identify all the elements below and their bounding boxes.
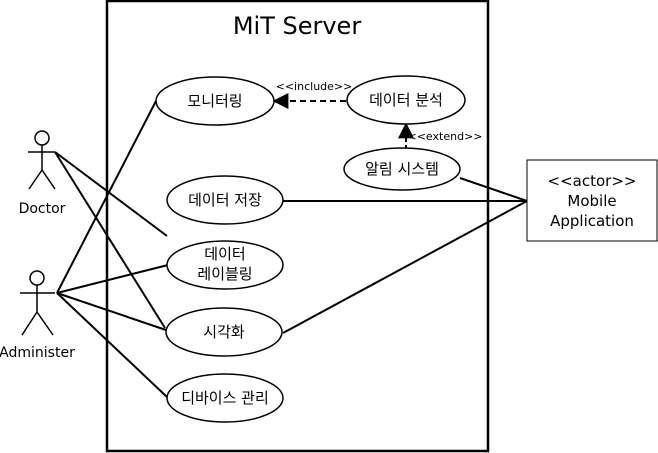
doctor-to-labeling-line	[54, 151, 168, 237]
use-case-data-labeling-label-1: 데이터	[204, 245, 245, 263]
use-case-visualization-label: 시각화	[203, 323, 245, 341]
use-case-data-labeling-label-2: 레이블링	[197, 265, 252, 283]
use-case-device-management-label: 디바이스 관리	[181, 389, 269, 407]
association-lines	[54, 100, 528, 398]
administer-label: Administer	[0, 345, 75, 361]
use-case-data-analysis-label: 데이터 분석	[369, 91, 443, 109]
visualization-to-mobile-line	[282, 200, 528, 334]
alarm-to-mobile-line	[459, 177, 528, 202]
include-label: <<include>>	[276, 80, 353, 93]
use-case-alarm-system: 알림 시스템	[343, 147, 461, 191]
extend-label: <<extend>>	[408, 130, 483, 143]
doctor-actor-icon	[28, 130, 56, 190]
use-case-device-management: 디바이스 관리	[166, 373, 284, 423]
mobile-app-line2: Application	[550, 212, 634, 230]
administer-actor-icon	[20, 270, 55, 336]
mobile-app-stereotype: <<actor>>	[548, 172, 637, 190]
system-title: MiT Server	[233, 12, 362, 40]
use-case-monitoring: 모니터링	[155, 76, 275, 126]
system-boundary	[105, 0, 490, 453]
use-case-visualization: 시각화	[165, 307, 283, 357]
admin-to-device-line	[56, 292, 168, 398]
use-case-data-storage-label: 데이터 저장	[188, 191, 262, 209]
admin-to-labeling-line	[56, 264, 169, 294]
doctor-to-visualization-line	[54, 151, 166, 329]
mobile-app-line1: Mobile	[567, 192, 616, 210]
mobile-application-actor: <<actor>> Mobile Application	[526, 159, 658, 242]
admin-to-visualization-line	[56, 292, 167, 331]
doctor-label: Doctor	[19, 201, 66, 217]
use-case-monitoring-label: 모니터링	[187, 92, 242, 110]
use-case-data-labeling: 데이터 레이블링	[166, 240, 284, 290]
use-case-data-analysis: 데이터 분석	[346, 75, 466, 125]
use-case-data-storage: 데이터 저장	[166, 175, 284, 225]
use-case-alarm-system-label: 알림 시스템	[365, 160, 439, 178]
admin-to-monitoring-line	[56, 100, 157, 294]
